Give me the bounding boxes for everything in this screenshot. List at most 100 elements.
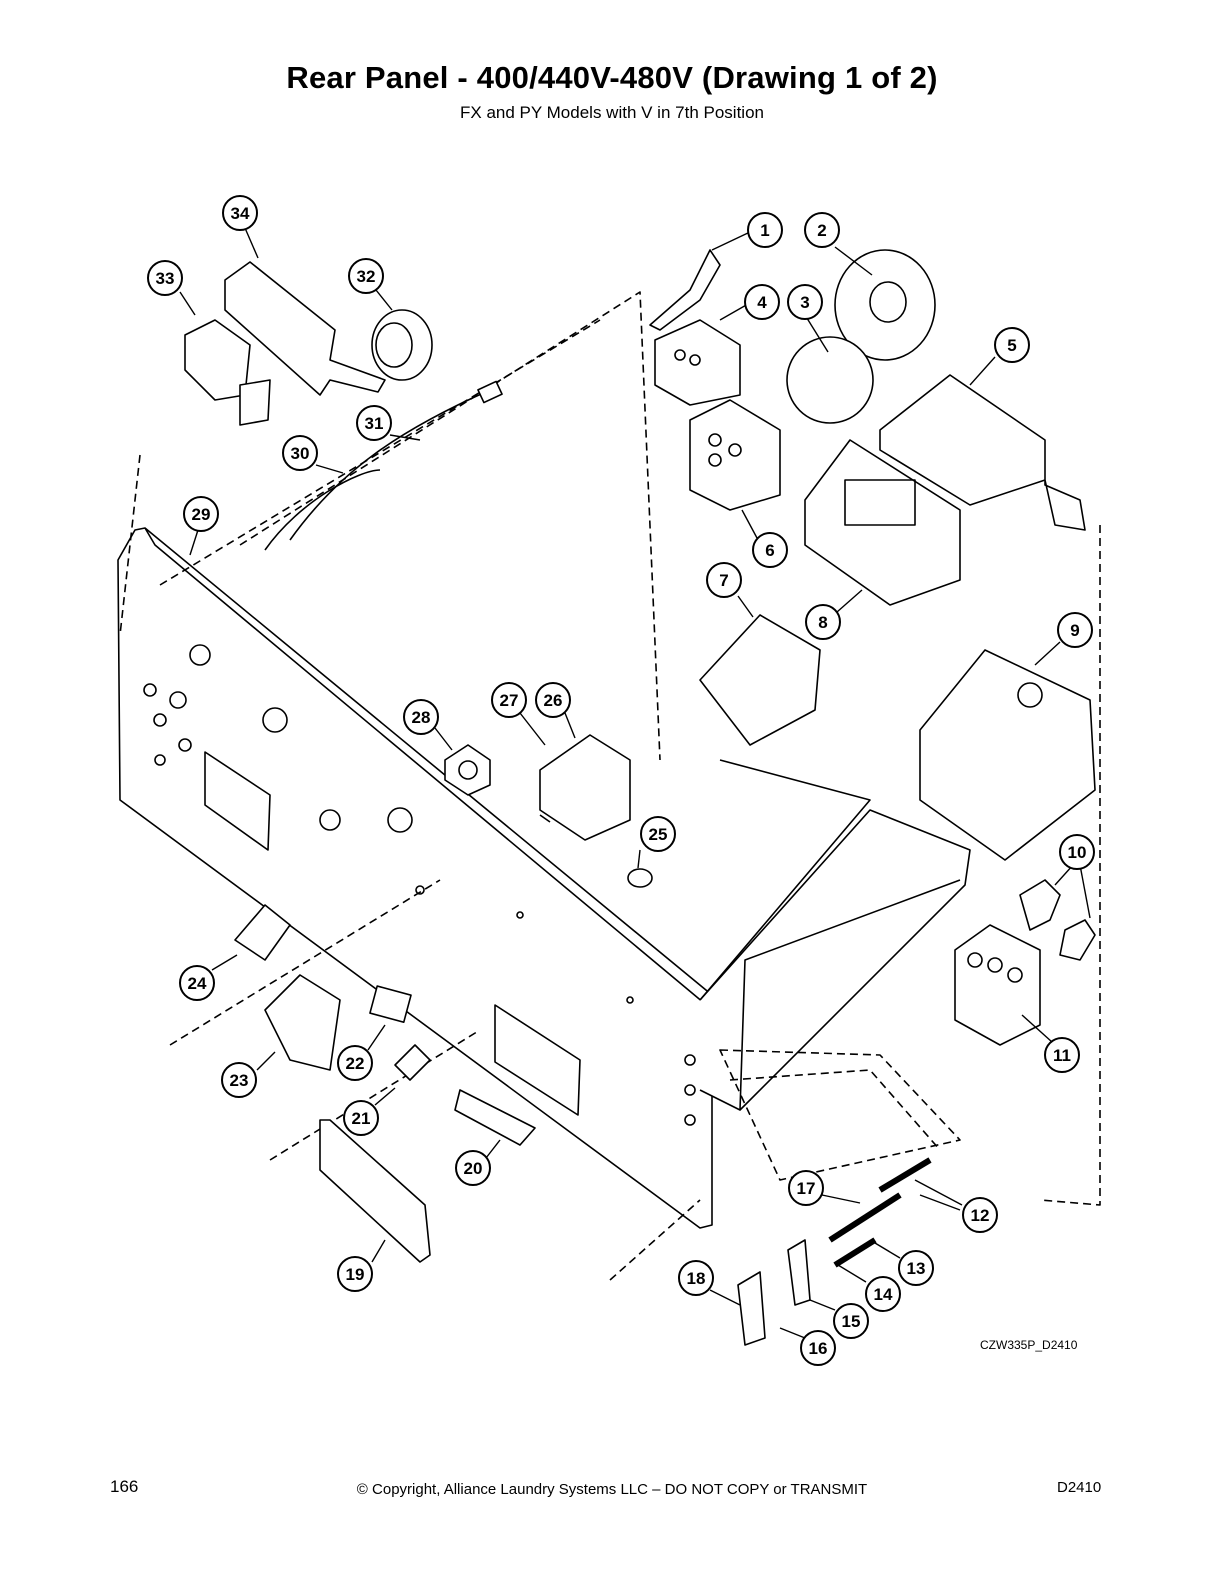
svg-text:28: 28 bbox=[412, 708, 431, 727]
circuit-breaker bbox=[954, 924, 1041, 1046]
disc bbox=[786, 336, 874, 424]
callout-2: 2 bbox=[804, 212, 840, 248]
nut bbox=[444, 744, 491, 796]
callout-4: 4 bbox=[744, 284, 780, 320]
svg-text:20: 20 bbox=[464, 1159, 483, 1178]
svg-text:13: 13 bbox=[907, 1259, 926, 1278]
svg-text:8: 8 bbox=[818, 613, 827, 632]
callout-30: 30 bbox=[282, 435, 318, 471]
svg-text:11: 11 bbox=[1053, 1046, 1071, 1065]
svg-text:2: 2 bbox=[817, 221, 826, 240]
callout-26: 26 bbox=[535, 682, 571, 718]
callout-19: 19 bbox=[337, 1256, 373, 1292]
terminal-relay bbox=[699, 614, 821, 746]
copyright-notice: © Copyright, Alliance Laundry Systems LL… bbox=[356, 1481, 868, 1498]
strain-relief bbox=[394, 1044, 431, 1081]
page-number: 166 bbox=[110, 1477, 139, 1496]
callout-23: 23 bbox=[221, 1062, 257, 1098]
callout-7: 7 bbox=[706, 562, 742, 598]
callout-16: 16 bbox=[800, 1330, 836, 1366]
callout-14: 14 bbox=[865, 1276, 901, 1312]
svg-text:14: 14 bbox=[874, 1285, 893, 1304]
svg-text:5: 5 bbox=[1007, 336, 1016, 355]
switch-block bbox=[539, 734, 631, 841]
svg-text:31: 31 bbox=[365, 414, 384, 433]
drawing-code: CZW335P_D2410 bbox=[980, 1338, 1078, 1352]
svg-text:3: 3 bbox=[800, 293, 809, 312]
svg-text:7: 7 bbox=[719, 571, 728, 590]
auxiliary-contact bbox=[1019, 879, 1061, 931]
callout-17: 17 bbox=[788, 1170, 824, 1206]
svg-text:21: 21 bbox=[352, 1109, 371, 1128]
callout-10: 10 bbox=[1059, 834, 1095, 870]
relay-socket bbox=[649, 249, 721, 331]
svg-text:33: 33 bbox=[156, 269, 175, 288]
mounting-bracket bbox=[879, 374, 1086, 531]
svg-text:1: 1 bbox=[760, 221, 769, 240]
callout-25: 25 bbox=[640, 816, 676, 852]
callouts: 1 2 3 4 5 6 7 8 9 10 11 12 13 14 15 16 1… bbox=[147, 195, 1095, 1366]
callout-3: 3 bbox=[787, 284, 823, 320]
rear-panel bbox=[117, 527, 713, 1229]
grommet bbox=[627, 868, 653, 888]
contactor bbox=[689, 399, 781, 511]
callout-34: 34 bbox=[222, 195, 258, 231]
callout-20: 20 bbox=[455, 1150, 491, 1186]
svg-text:22: 22 bbox=[346, 1054, 365, 1073]
svg-text:10: 10 bbox=[1068, 843, 1087, 862]
cable-gland bbox=[234, 904, 291, 961]
fan-cover bbox=[834, 249, 936, 361]
callout-29: 29 bbox=[183, 496, 219, 532]
callout-1: 1 bbox=[747, 212, 783, 248]
page-subtitle: FX and PY Models with V in 7th Position bbox=[460, 103, 764, 122]
page-title: Rear Panel - 400/440V-480V (Drawing 1 of… bbox=[286, 60, 938, 95]
svg-text:29: 29 bbox=[192, 505, 211, 524]
svg-text:12: 12 bbox=[971, 1206, 990, 1225]
callout-6: 6 bbox=[752, 532, 788, 568]
svg-text:32: 32 bbox=[357, 267, 376, 286]
buzzer bbox=[371, 309, 433, 381]
callout-11: 11 bbox=[1044, 1037, 1080, 1073]
callout-12: 12 bbox=[962, 1197, 998, 1233]
svg-text:4: 4 bbox=[757, 293, 767, 312]
callout-21: 21 bbox=[343, 1100, 379, 1136]
svg-text:6: 6 bbox=[765, 541, 774, 560]
svg-text:24: 24 bbox=[188, 974, 207, 993]
callout-5: 5 bbox=[994, 327, 1030, 363]
svg-text:25: 25 bbox=[649, 825, 668, 844]
svg-text:27: 27 bbox=[500, 691, 519, 710]
callout-15: 15 bbox=[833, 1303, 869, 1339]
callout-22: 22 bbox=[337, 1045, 373, 1081]
svg-text:19: 19 bbox=[346, 1265, 365, 1284]
callout-18: 18 bbox=[678, 1260, 714, 1296]
svg-text:9: 9 bbox=[1070, 621, 1079, 640]
svg-text:16: 16 bbox=[809, 1339, 828, 1358]
relay bbox=[654, 319, 741, 406]
bracket bbox=[224, 261, 386, 396]
svg-text:23: 23 bbox=[230, 1071, 249, 1090]
callout-33: 33 bbox=[147, 260, 183, 296]
svg-text:34: 34 bbox=[231, 204, 250, 223]
svg-text:17: 17 bbox=[797, 1179, 816, 1198]
document-id: D2410 bbox=[1057, 1479, 1102, 1496]
disconnect-handle bbox=[264, 974, 341, 1071]
transformer bbox=[804, 439, 961, 606]
control-transformer bbox=[919, 649, 1096, 861]
cover-plate bbox=[319, 1119, 431, 1263]
svg-text:15: 15 bbox=[842, 1312, 861, 1331]
svg-text:18: 18 bbox=[687, 1269, 706, 1288]
callout-27: 27 bbox=[491, 682, 527, 718]
callout-32: 32 bbox=[348, 258, 384, 294]
svg-text:26: 26 bbox=[544, 691, 563, 710]
label-plate bbox=[454, 1089, 536, 1146]
fuse-holder bbox=[737, 1271, 766, 1346]
callout-9: 9 bbox=[1057, 612, 1093, 648]
fuse-block bbox=[787, 1239, 811, 1306]
callout-8: 8 bbox=[805, 604, 841, 640]
chassis-box bbox=[699, 809, 971, 1111]
callout-31: 31 bbox=[356, 405, 392, 441]
svg-text:30: 30 bbox=[291, 444, 310, 463]
callout-24: 24 bbox=[179, 965, 215, 1001]
rocker-switch bbox=[369, 985, 412, 1023]
